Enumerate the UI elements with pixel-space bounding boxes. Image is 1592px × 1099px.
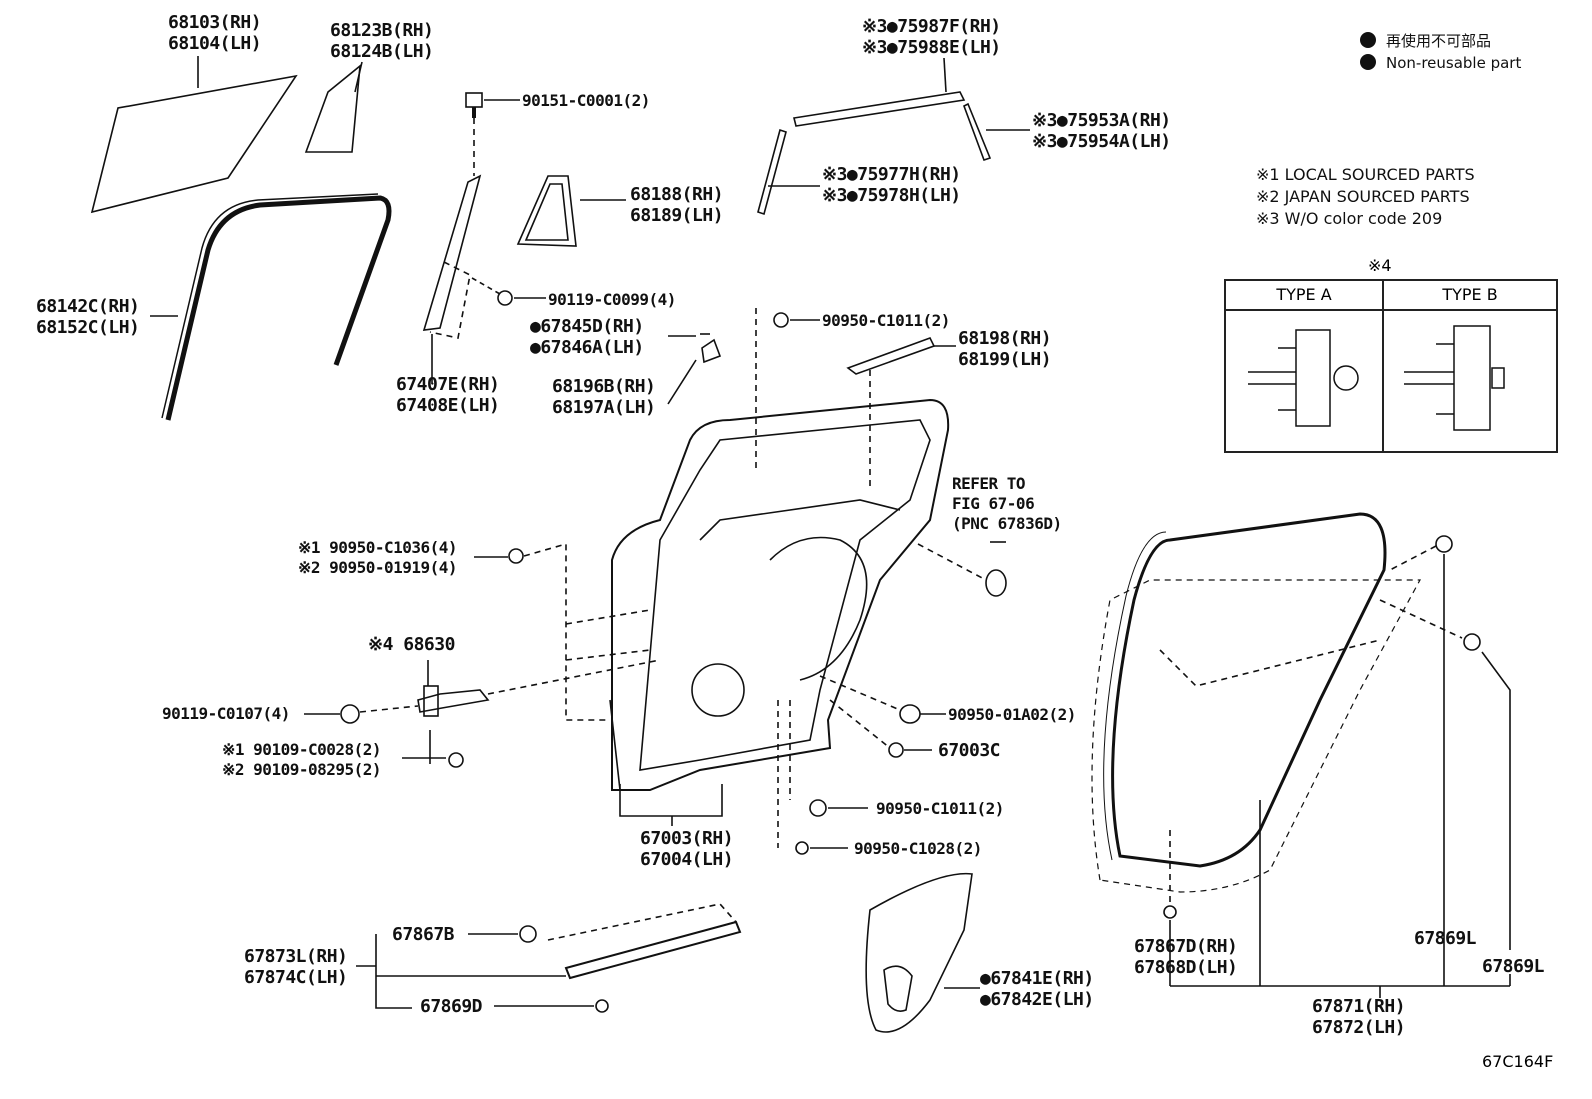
weatherstrip-shape (1111, 512, 1387, 868)
label-68103: 68103(RH) 68104(LH) (168, 12, 262, 54)
label-68142c: 68142C(RH) 68152C(LH) (36, 296, 140, 338)
label-90109-c0028: ※1 90109-C0028(2) ※2 90109-08295(2) (222, 740, 382, 779)
label-67003: 67003(RH) 67004(LH) (640, 828, 734, 870)
label-90119-c0107: 90119-C0107(4) (162, 704, 290, 723)
label-90151: 90151-C0001(2) (522, 91, 650, 110)
label-67003c: 67003C (938, 740, 1001, 761)
label-68196b: 68196B(RH) 68197A(LH) (552, 376, 656, 418)
non-reusable-dot-icon (1360, 54, 1376, 70)
label-68630: ※4 68630 (368, 634, 455, 655)
label-67867b: 67867B (392, 924, 455, 945)
label-67841e: ●67841E(RH) ●67842E(LH) (980, 968, 1094, 1010)
label-67867d: 67867D(RH) 67868D(LH) (1134, 936, 1238, 978)
quarter-glass-shape (304, 64, 361, 153)
label-75987f: ※3●75987F(RH) ※3●75988E(LH) (862, 16, 1001, 58)
label-67873l: 67873L(RH) 67874C(LH) (244, 946, 348, 988)
label-68198: 68198(RH) 68199(LH) (958, 328, 1052, 370)
label-67869d: 67869D (420, 996, 483, 1017)
label-67407e: 67407E(RH) 67408E(LH) (396, 374, 500, 416)
label-67845d: ●67845D(RH) ●67846A(LH) (530, 316, 644, 358)
label-75977h: ※3●75977H(RH) ※3●75978H(LH) (822, 164, 961, 206)
label-90950-c1011-top: 90950-C1011(2) (822, 311, 950, 330)
type-b-header: TYPE B (1384, 281, 1556, 311)
label-90950-01a02: 90950-01A02(2) (948, 705, 1076, 724)
run-channel-shape (165, 195, 392, 421)
door-panel-shape (611, 398, 950, 791)
door-check-shape (417, 689, 490, 713)
door-glass-shape (90, 74, 298, 214)
label-90950-c1036: ※1 90950-C1036(4) ※2 90950-01919(4) (298, 538, 458, 577)
label-67869l-right: 67869L (1482, 956, 1545, 977)
label-68188: 68188(RH) 68189(LH) (630, 184, 724, 226)
note-3: ※3 W/O color code 209 (1256, 209, 1443, 228)
note-1: ※1 LOCAL SOURCED PARTS (1256, 165, 1475, 184)
type-table-marker: ※4 (1368, 256, 1392, 275)
type-table: TYPE A TYPE B (1224, 279, 1558, 453)
belt-molding-shape (793, 91, 966, 127)
label-75953a: ※3●75953A(RH) ※3●75954A(LH) (1032, 110, 1171, 152)
label-90119-c0099: 90119-C0099(4) (548, 290, 676, 309)
lower-molding-shape (564, 920, 742, 980)
label-90950-c1011-bottom: 90950-C1011(2) (876, 799, 1004, 818)
note-2: ※2 JAPAN SOURCED PARTS (1256, 187, 1470, 206)
figure-id: 67C164F (1482, 1052, 1554, 1071)
footnotes: ※1 LOCAL SOURCED PARTS ※2 JAPAN SOURCED … (1256, 164, 1475, 230)
label-refer-fig: REFER TO FIG 67-06 (PNC 67836D) (952, 474, 1062, 533)
type-a-header: TYPE A (1226, 281, 1382, 311)
bolt-c0099-shape (497, 290, 513, 306)
hole-cover-shape (865, 872, 973, 1033)
bolt-shape (465, 92, 483, 108)
non-reusable-dot-icon (1360, 32, 1376, 48)
division-bar-shape (422, 174, 482, 331)
label-67869l-left: 67869L (1414, 928, 1477, 949)
legend-item-non-reusable-jp: 再使用不可部品 (1360, 30, 1491, 51)
label-68123b: 68123B(RH) 68124B(LH) (330, 20, 434, 62)
quarter-window-shape (516, 175, 577, 247)
label-67871: 67871(RH) 67872(LH) (1312, 996, 1406, 1038)
bracket-68198-shape (846, 337, 936, 375)
label-90950-c1028: 90950-C1028(2) (854, 839, 982, 858)
legend-item-non-reusable-en: Non-reusable part (1360, 54, 1521, 72)
